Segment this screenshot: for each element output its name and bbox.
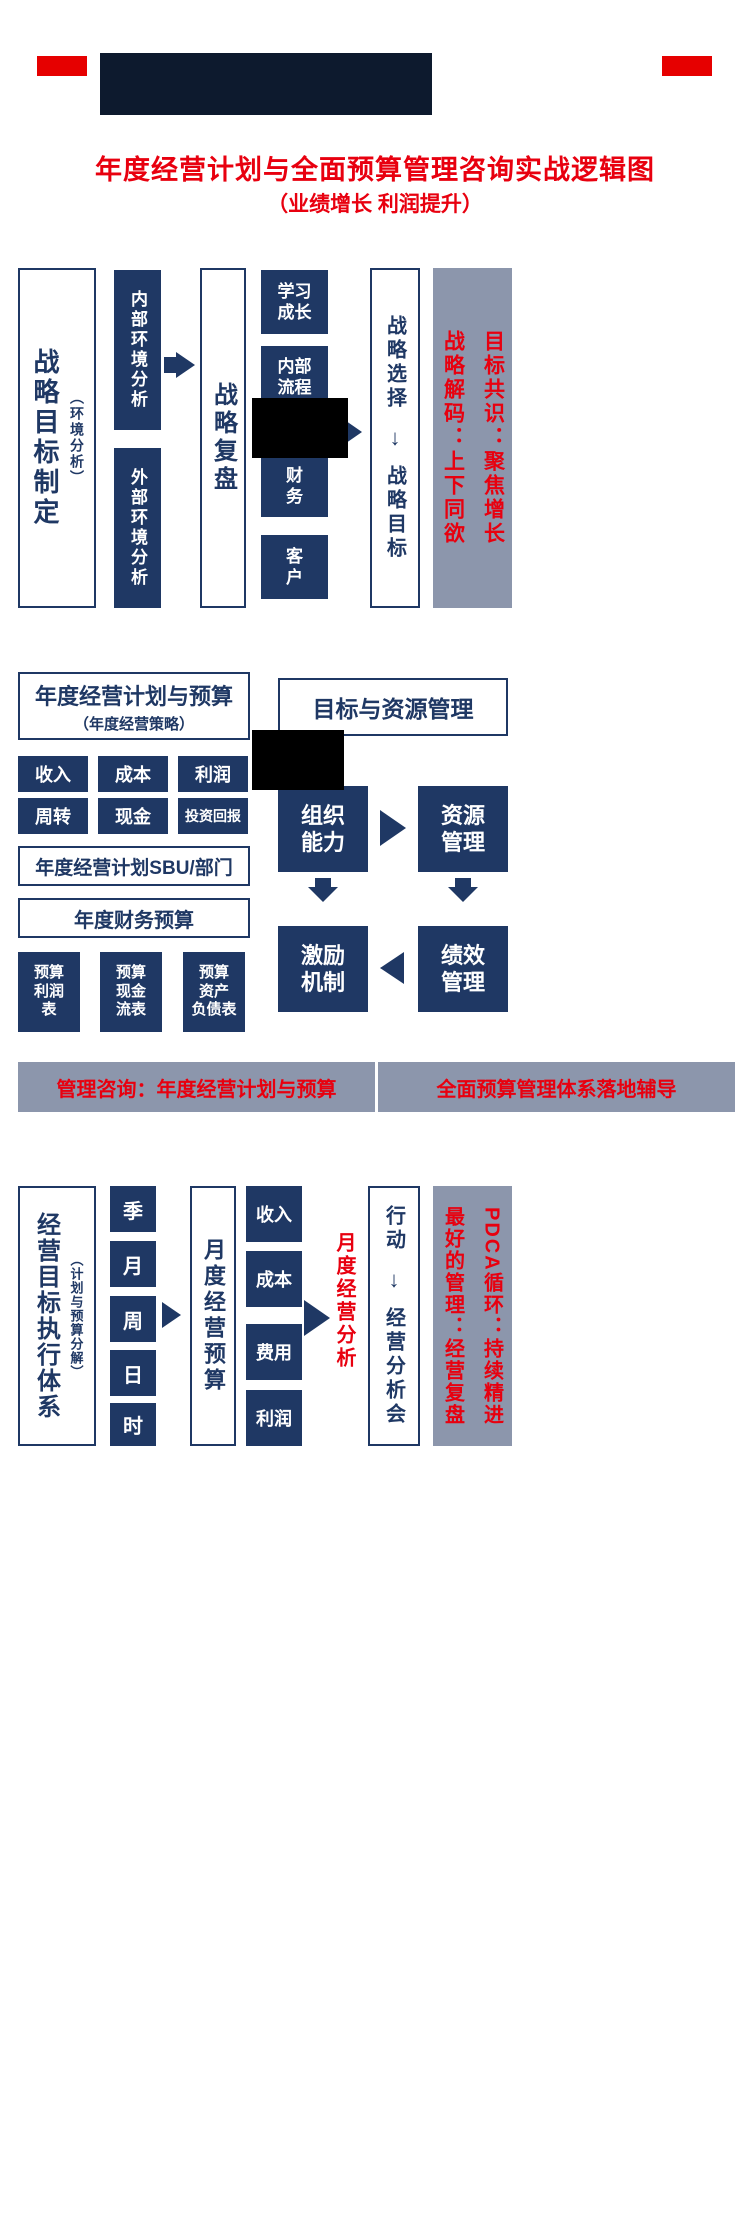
item-expense-box: 费用	[246, 1324, 302, 1380]
org-to-resource-arrow-icon	[380, 810, 406, 846]
annual-plan-title: 年度经营计划与预算	[34, 683, 233, 709]
action-box: 行动 ↓ 经营分析会	[368, 1186, 420, 1446]
incentive-box: 激励 机制	[278, 926, 368, 1012]
strategy-choice-bottom-label: 战略目标	[383, 465, 406, 561]
period-hour-box: 时	[110, 1403, 156, 1446]
header-left-red-accent	[37, 56, 87, 76]
down-arrow-glyph: ↓	[389, 425, 401, 450]
resource-mgmt-box: 资源 管理	[418, 786, 508, 872]
strategy-review-box: 战略复盘	[200, 268, 246, 608]
external-env-box: 外部环境分析	[114, 448, 161, 608]
strategy-review-label: 战略复盘	[209, 382, 237, 494]
strategy-goal-subtitle: （环境分析）	[69, 390, 85, 486]
redaction-block-1	[252, 398, 348, 458]
execution-slogan-box: 最好的管理：经营复盘 PDCA循环：持续精进	[433, 1186, 512, 1446]
header-right-red-accent	[662, 56, 712, 76]
down-arrow-glyph: ↓	[388, 1267, 400, 1292]
item-revenue-box: 收入	[246, 1186, 302, 1242]
budget-cashflow-statement-box: 预算 现金 流表	[100, 952, 162, 1032]
page-title: 年度经营计划与全面预算管理咨询实战逻辑图	[95, 155, 655, 185]
strategy-choice-top-label: 战略选择	[383, 315, 406, 411]
annual-plan-subtitle: （年度经营策略）	[73, 715, 194, 733]
sbu-plan-box: 年度经营计划SBU/部门	[18, 846, 250, 886]
arrow-head-shape	[448, 887, 478, 902]
strategy-slogan-col2: 目标共识：聚焦增长	[481, 330, 505, 546]
annual-plan-box: 年度经营计划与预算 （年度经营策略）	[18, 672, 250, 740]
metric-turnover-box: 周转	[18, 798, 88, 834]
strategy-goal-box: 战略目标制定 （环境分析）	[18, 268, 96, 608]
arrow-head-shape	[176, 352, 195, 378]
monthly-analysis-note: 月度经营分析	[333, 1232, 355, 1370]
redaction-block-2	[252, 730, 344, 790]
arrow-head-shape	[308, 887, 338, 902]
band-right-text: 全面预算管理体系落地辅导	[436, 1078, 677, 1101]
performance-to-incentive-arrow-icon	[380, 952, 404, 984]
strategy-slogan-col1: 战略解码：上下同欲	[441, 330, 465, 546]
action-bottom-label: 经营分析会	[382, 1307, 405, 1427]
consulting-band: 管理咨询：年度经营计划与预算 全面预算管理体系落地辅导	[18, 1062, 735, 1112]
action-top-label: 行动	[382, 1205, 405, 1253]
metric-roi-box: 投资回报	[178, 798, 248, 834]
strategy-slogan-box: 战略解码：上下同欲 目标共识：聚焦增长	[433, 268, 512, 608]
metric-cost-box: 成本	[98, 756, 168, 792]
execution-system-box: 经营目标执行体系 （计划与预算分解）	[18, 1186, 96, 1446]
org-capability-box: 组织 能力	[278, 786, 368, 872]
metric-profit-box: 利润	[178, 756, 248, 792]
annual-finance-budget-box: 年度财务预算	[18, 898, 250, 938]
items-to-action-arrow-icon	[304, 1300, 330, 1336]
budget-balance-sheet-box: 预算 资产 负债表	[183, 952, 245, 1032]
page-subtitle: （业绩增长 利润提升）	[267, 193, 483, 216]
bsc-customer-box: 客 户	[261, 535, 328, 599]
execution-system-title: 经营目标执行体系	[32, 1212, 60, 1420]
external-env-label: 外部环境分析	[128, 468, 147, 588]
metric-cash-box: 现金	[98, 798, 168, 834]
env-to-review-arrow-icon	[164, 352, 195, 378]
arrow-tail-shape	[164, 357, 176, 373]
monthly-budget-label: 月度经营预算	[201, 1238, 226, 1394]
period-week-box: 周	[110, 1296, 156, 1342]
metric-revenue-box: 收入	[18, 756, 88, 792]
item-cost-box: 成本	[246, 1251, 302, 1307]
resource-down-arrow-icon	[448, 878, 478, 902]
internal-env-box: 内部环境分析	[114, 270, 161, 430]
goal-resource-box: 目标与资源管理	[278, 678, 508, 736]
period-to-budget-arrow-icon	[162, 1302, 181, 1328]
monthly-budget-box: 月度经营预算	[190, 1186, 236, 1446]
period-month-box: 月	[110, 1241, 156, 1287]
execution-slogan-col2: PDCA循环：持续精进	[480, 1206, 503, 1426]
budget-income-statement-box: 预算 利润 表	[18, 952, 80, 1032]
org-down-arrow-icon	[308, 878, 338, 902]
bsc-process-box: 内部 流程	[261, 346, 328, 408]
execution-slogan-col1: 最好的管理：经营复盘	[441, 1206, 464, 1426]
arrow-tail-shape	[455, 878, 471, 887]
arrow-tail-shape	[315, 878, 331, 887]
header-logo-box	[100, 53, 432, 115]
execution-system-subtitle: （计划与预算分解）	[68, 1253, 84, 1379]
period-day-box: 日	[110, 1350, 156, 1396]
bsc-learning-box: 学习 成长	[261, 270, 328, 334]
band-divider	[375, 1062, 378, 1112]
performance-mgmt-box: 绩效 管理	[418, 926, 508, 1012]
strategy-choice-box: 战略选择 ↓ 战略目标	[370, 268, 420, 608]
period-quarter-box: 季	[110, 1186, 156, 1232]
item-profit-box: 利润	[246, 1390, 302, 1446]
strategy-goal-title: 战略目标制定	[30, 348, 60, 528]
band-left-text: 管理咨询：年度经营计划与预算	[56, 1078, 337, 1101]
bsc-finance-box: 财 务	[261, 455, 328, 517]
internal-env-label: 内部环境分析	[128, 290, 147, 410]
